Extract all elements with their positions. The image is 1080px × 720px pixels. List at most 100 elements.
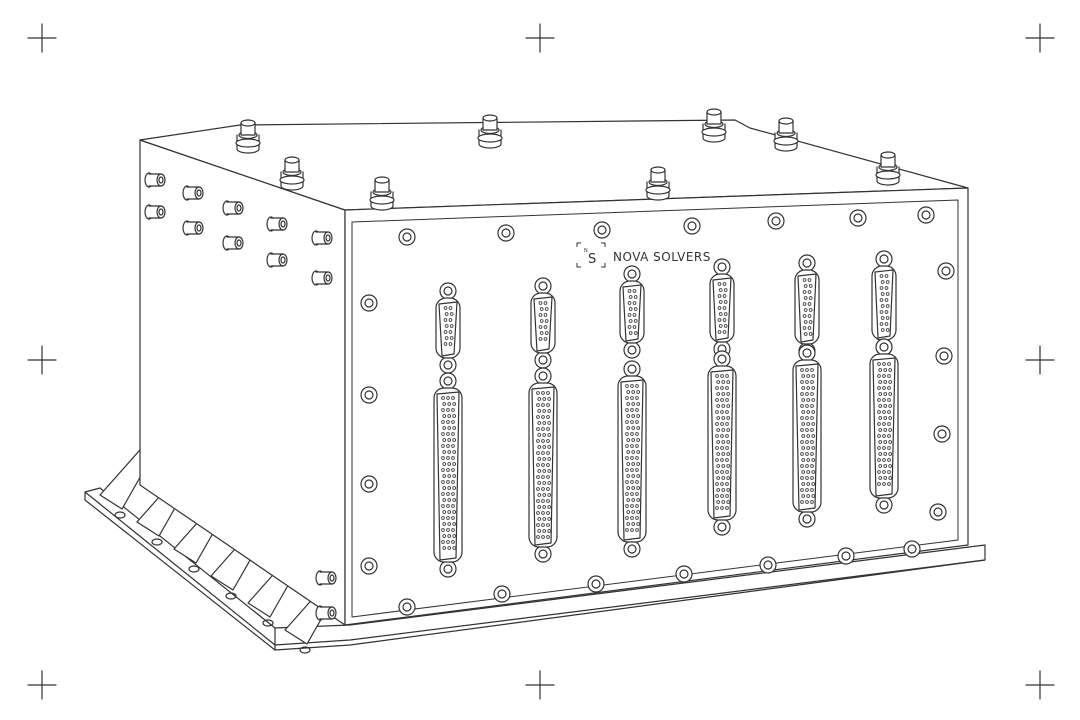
crop-mark — [27, 345, 57, 375]
side-coax-connector — [144, 172, 166, 188]
dsub-pin-field — [443, 306, 454, 346]
dsub-screw — [534, 277, 552, 295]
panel-screw — [593, 221, 611, 239]
panel-screw — [935, 347, 953, 365]
dsub-screw — [798, 510, 816, 528]
crop-mark — [27, 23, 57, 53]
panel-screw — [360, 557, 378, 575]
dsub-pin-field — [538, 301, 549, 341]
dsub-screw — [623, 341, 641, 359]
side-coax-connector — [144, 204, 166, 220]
side-coax-connectors — [144, 172, 337, 621]
panel-screw — [837, 547, 855, 565]
dsub-screw — [798, 254, 816, 272]
panel-screw — [398, 228, 416, 246]
dsub-large-connector — [617, 360, 647, 558]
panel-screw — [937, 262, 955, 280]
coax-connector — [875, 151, 901, 186]
dsub-pin-field — [715, 374, 731, 510]
mounting-hole — [114, 511, 126, 519]
dsub-screw — [623, 265, 641, 283]
dsub-screw — [875, 338, 893, 356]
dsub-small-connector — [619, 265, 645, 359]
dsub-screw — [439, 356, 457, 374]
dsub-pin-field — [717, 282, 728, 334]
side-coax-connector — [222, 200, 244, 216]
panel-screw — [587, 575, 605, 593]
dsub-large-connector — [792, 344, 822, 528]
mounting-hole — [225, 592, 237, 600]
crop-marks — [27, 23, 1055, 700]
dsub-large-connector — [528, 367, 558, 563]
dsub-screw — [875, 250, 893, 268]
crop-mark — [525, 670, 555, 700]
mounting-hole — [188, 565, 200, 573]
coax-connector — [477, 114, 503, 149]
panel-screw — [675, 565, 693, 583]
crop-mark — [1025, 23, 1055, 53]
dsub-pin-field — [627, 289, 638, 335]
crop-mark — [525, 23, 555, 53]
mounting-hole — [299, 646, 311, 654]
dsub-pin-field — [879, 274, 890, 332]
coax-connector — [279, 156, 305, 191]
panel-screw — [759, 556, 777, 574]
panel-screw — [933, 425, 951, 443]
side-coax-connector — [315, 570, 337, 586]
coax-connector — [773, 117, 799, 152]
brand-logo-superscript: N — [584, 248, 588, 254]
brand-name: NOVA SOLVERS — [613, 250, 711, 264]
panel-screw — [917, 206, 935, 224]
dsub-screw — [623, 540, 641, 558]
dsub-screw — [713, 518, 731, 536]
side-coax-connector — [182, 185, 204, 201]
brand-logo: N S NOVA SOLVERS — [576, 242, 711, 268]
panel-screw — [683, 217, 701, 235]
crop-mark — [1025, 670, 1055, 700]
dsub-screw — [875, 496, 893, 514]
dsub-pin-field — [536, 391, 552, 539]
coax-connector — [235, 119, 261, 154]
dsub-screw — [798, 344, 816, 362]
coax-connector — [369, 176, 395, 211]
side-coax-connector — [266, 216, 288, 232]
dsub-screw — [439, 560, 457, 578]
dsub-large-connector — [707, 350, 737, 536]
mounting-hole — [262, 619, 274, 627]
dsub-screw — [713, 258, 731, 276]
top-coax-connectors — [235, 108, 901, 211]
panel-screw — [493, 585, 511, 603]
dsub-pin-field — [802, 278, 813, 336]
side-coax-connector — [266, 252, 288, 268]
dsub-large-connector — [433, 372, 463, 578]
dsub-screw — [534, 545, 552, 563]
coax-connector — [645, 166, 671, 201]
crop-mark — [27, 670, 57, 700]
dsub-screw — [623, 360, 641, 378]
coax-connector — [701, 108, 727, 143]
side-coax-connector — [315, 605, 337, 621]
dsub-pin-field — [877, 362, 893, 486]
crop-mark — [1025, 345, 1055, 375]
dsub-screw — [713, 350, 731, 368]
dsub-screw — [534, 367, 552, 385]
panel-screw — [360, 386, 378, 404]
dsub-small-connector — [435, 282, 461, 374]
dsub-pin-field — [800, 368, 816, 504]
dsub-pin-field — [625, 384, 641, 532]
front-panel-screws — [360, 206, 955, 616]
side-coax-connector — [311, 270, 333, 286]
panel-screw — [767, 212, 785, 230]
panel-screw — [903, 540, 921, 558]
side-coax-connector — [311, 230, 333, 246]
dsub-connectors — [433, 250, 899, 578]
side-coax-connector — [182, 220, 204, 236]
panel-screw — [360, 294, 378, 312]
panel-screw — [360, 475, 378, 493]
dsub-small-connector — [530, 277, 556, 369]
brand-logo-initial: S — [588, 252, 596, 267]
panel-screw — [398, 598, 416, 616]
panel-screw — [497, 224, 515, 242]
front-panel-inset — [351, 199, 959, 618]
